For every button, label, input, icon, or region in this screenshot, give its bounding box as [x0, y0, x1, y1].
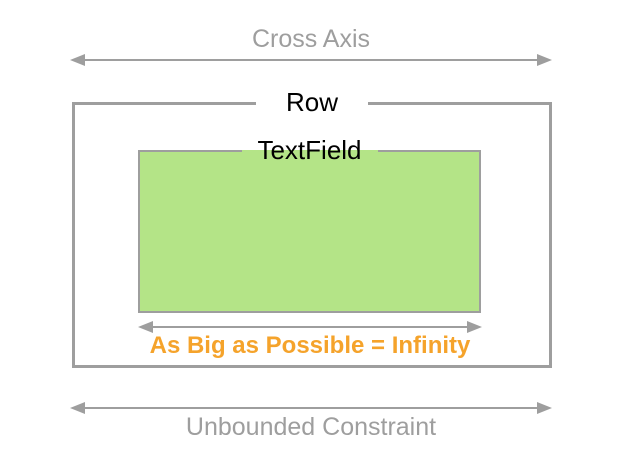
arrowhead-right-icon [537, 402, 552, 414]
arrowhead-right-icon [467, 321, 482, 333]
textfield-width-arrow [138, 321, 482, 333]
unbounded-constraint-arrow [70, 402, 552, 414]
arrow-shaft [150, 326, 470, 328]
as-big-as-possible-label: As Big as Possible = Infinity [149, 332, 471, 359]
row-box: Row TextField As Big as Possible = Infin… [72, 88, 552, 368]
textfield-top-border-right [377, 150, 481, 152]
textfield-rect: TextField [138, 136, 481, 313]
textfield-label: TextField [257, 135, 362, 165]
arrow-shaft [82, 59, 540, 61]
textfield-top-border-left [138, 150, 242, 152]
arrowhead-left-icon [70, 54, 85, 66]
row-label: Row [285, 87, 339, 117]
cross-axis-arrow [70, 54, 552, 66]
row-box-top-border-left [72, 102, 256, 105]
arrowhead-left-icon [70, 402, 85, 414]
arrow-shaft [82, 407, 540, 409]
arrowhead-left-icon [138, 321, 153, 333]
row-box-top-border-right [368, 102, 552, 105]
arrowhead-right-icon [537, 54, 552, 66]
cross-axis-label: Cross Axis [251, 25, 371, 53]
unbounded-constraint-label: Unbounded Constraint [185, 413, 437, 441]
